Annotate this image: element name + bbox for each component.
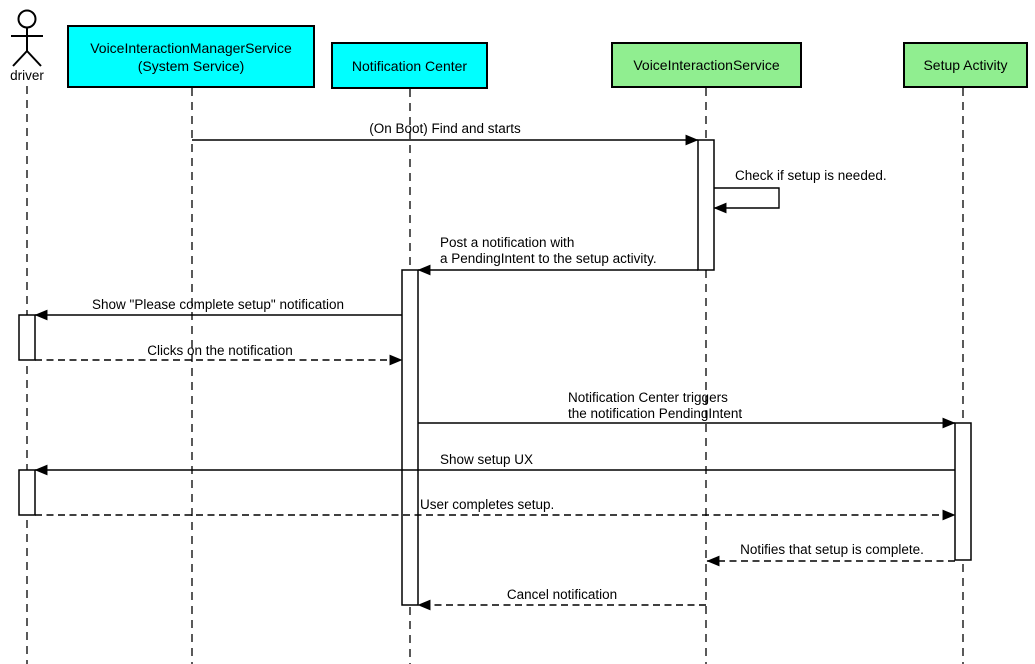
actor-label: driver xyxy=(10,68,44,83)
message-label-3-line1: Post a notification with xyxy=(440,235,575,250)
message-label-10: Cancel notification xyxy=(506,587,618,602)
message-label-6-line1: Notification Center triggers xyxy=(568,390,728,405)
message-label-3: Post a notification with a PendingIntent… xyxy=(440,235,657,267)
participant-sublabel: (System Service) xyxy=(137,57,245,74)
actor-leg-right xyxy=(26,50,42,67)
message-label-1: (On Boot) Find and starts xyxy=(369,121,521,136)
actor-leg-left xyxy=(12,50,28,67)
participant-label: VoiceInteractionManagerService xyxy=(90,39,292,56)
participant-label: Setup Activity xyxy=(923,57,1008,73)
message-label-8: User completes setup. xyxy=(420,497,555,512)
participant-label: VoiceInteractionService xyxy=(633,57,780,73)
message-label-6: Notification Center triggers the notific… xyxy=(568,390,742,422)
activation-driver-1 xyxy=(18,314,36,361)
message-label-2: Check if setup is needed. xyxy=(735,168,887,183)
message-label-9: Notifies that setup is complete. xyxy=(740,542,924,557)
actor-icon xyxy=(11,9,43,67)
message-arrow-2-self-check-setup xyxy=(713,187,780,214)
activation-notification-center xyxy=(401,269,419,606)
activation-driver-2 xyxy=(18,469,36,516)
participant-setup-activity: Setup Activity xyxy=(903,42,1028,88)
participant-voice-interaction-service: VoiceInteractionService xyxy=(611,42,802,88)
participant-label: Notification Center xyxy=(351,57,468,74)
message-label-3-line2: a PendingIntent to the setup activity. xyxy=(440,251,657,266)
message-label-5: Clicks on the notification xyxy=(147,343,293,358)
message-label-4: Show "Please complete setup" notificatio… xyxy=(92,297,344,312)
actor-head xyxy=(17,9,37,29)
participant-voice-interaction-manager-service: VoiceInteractionManagerService (System S… xyxy=(67,25,315,88)
activation-setup-activity xyxy=(954,422,972,561)
message-label-6-line2: the notification PendingIntent xyxy=(568,406,743,421)
participant-notification-center: Notification Center xyxy=(331,42,488,89)
activation-voice-interaction-service xyxy=(697,139,715,271)
message-label-7: Show setup UX xyxy=(440,452,534,467)
